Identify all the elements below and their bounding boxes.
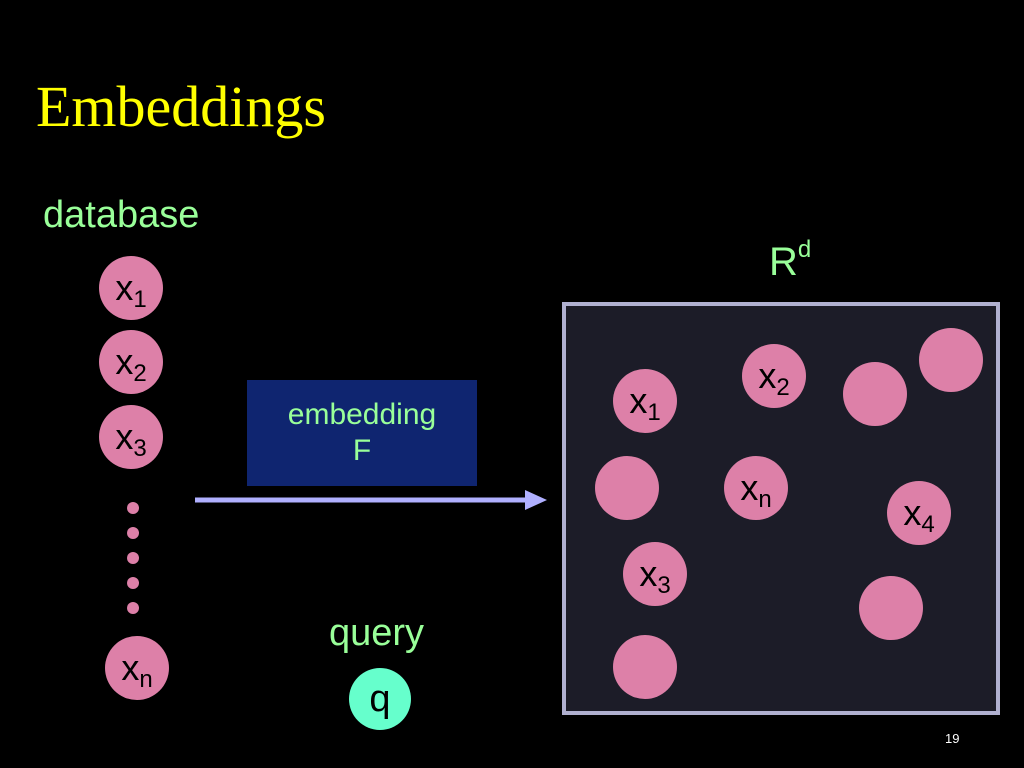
node-name: x [639,553,658,594]
ellipsis-dot [127,602,139,614]
node-name: x [115,267,134,308]
ellipsis-dot [127,527,139,539]
ellipsis-dot [127,502,139,514]
node-name: x [740,467,759,508]
node-subscript: 1 [133,286,147,313]
node-subscript: 1 [647,399,661,426]
node-subscript: 3 [133,435,147,462]
node-subscript: 2 [776,374,790,401]
node-name: x [115,416,134,457]
node-subscript: n [139,666,153,693]
space-dimension: d [797,236,812,263]
ellipsis-dot [127,577,139,589]
space-label: Rd [769,236,812,284]
node-name: x [115,341,134,382]
ellipsis-dot [127,552,139,564]
space-node-unlabeled [613,635,677,699]
embedding-label: embedding [287,398,437,431]
node-subscript: 4 [921,511,935,538]
query-label: query [329,612,425,654]
node-name: x [903,492,922,533]
embedding-function-label: F [352,434,372,467]
node-name: x [758,355,777,396]
space-symbol: R [769,240,798,284]
node-name: x [629,380,648,421]
embedding-box: embedding F [247,380,477,486]
query-node: q [349,668,411,730]
space-node-unlabeled [859,576,923,640]
embedding-arrow [195,490,547,510]
page-number: 19 [945,731,960,746]
node-name: x [121,647,140,688]
space-node-unlabeled [843,362,907,426]
space-node-unlabeled [919,328,983,392]
space-node-unlabeled [595,456,659,520]
node-subscript: 3 [657,572,671,599]
slide-title: Embeddings [36,74,326,139]
node-subscript: 2 [133,360,147,387]
node-subscript: n [758,486,772,513]
database-label: database [43,194,200,236]
